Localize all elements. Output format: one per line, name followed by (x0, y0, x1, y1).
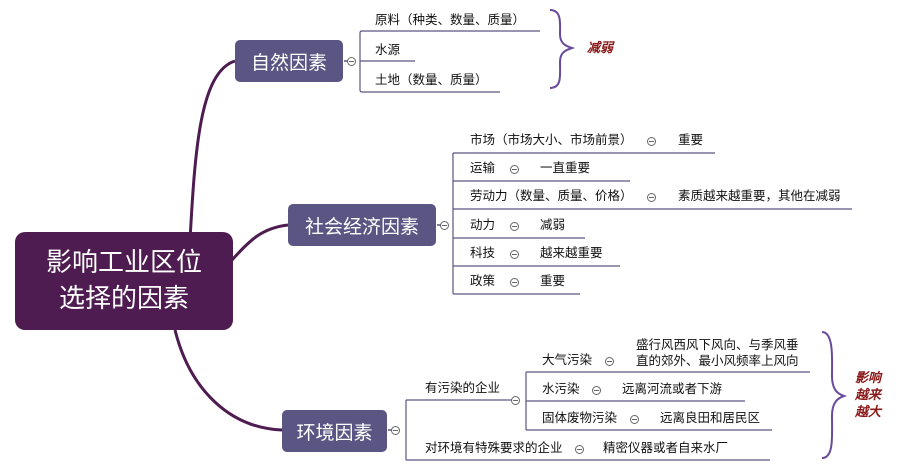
social-item-power[interactable]: 动力 (470, 217, 496, 232)
root-topic[interactable]: 影响工业区位 选择的因素 (15, 232, 233, 330)
connector-root-env (173, 329, 283, 432)
env-solid-note[interactable]: 远离良田和居民区 (660, 410, 761, 425)
env-polluting-label[interactable]: 有污染的企业 (425, 380, 501, 395)
nature-brace (549, 9, 576, 89)
collapse-icon[interactable] (440, 221, 449, 230)
collapse-icon[interactable] (510, 222, 519, 231)
collapse-icon[interactable] (510, 165, 519, 174)
social-item-labor[interactable]: 劳动力（数量、质量、价格） (470, 188, 633, 203)
env-solid-factor[interactable]: 固体废物污染 (542, 410, 618, 425)
env-brace-note-line3: 越大 (854, 405, 881, 420)
collapse-icon[interactable] (511, 396, 520, 405)
connector-root-nature (188, 59, 236, 241)
env-air-note-line1[interactable]: 盛行风西风下风向、与季风垂 (636, 337, 799, 352)
nature-item-material[interactable]: 原料（种类、数量、质量） (375, 12, 526, 27)
social-note-labor[interactable]: 素质越来越重要，其他在减弱 (678, 188, 841, 203)
collapse-icon[interactable] (510, 250, 519, 259)
connector-root-social (230, 223, 289, 262)
collapse-icon[interactable] (391, 426, 400, 435)
nature-item-land[interactable]: 土地（数量、质量） (375, 72, 488, 87)
env-water-factor[interactable]: 水污染 (542, 381, 580, 396)
env-brace-note-line2: 越来 (854, 388, 881, 403)
env-brace-note: 影响 越来 越大 (850, 370, 886, 421)
collapse-icon[interactable] (630, 415, 639, 424)
social-note-tech[interactable]: 越来越重要 (540, 245, 603, 260)
env-brace (821, 331, 848, 459)
nature-item-water[interactable]: 水源 (375, 42, 401, 57)
env-air-factor[interactable]: 大气污染 (542, 352, 593, 367)
env-special-note[interactable]: 精密仪器或者自来水厂 (603, 440, 729, 455)
root-title-line2: 选择的因素 (58, 284, 189, 314)
branch-env[interactable]: 环境因素 (282, 410, 387, 452)
social-note-market[interactable]: 重要 (678, 132, 704, 147)
collapse-icon[interactable] (347, 57, 356, 66)
social-item-tech[interactable]: 科技 (470, 245, 496, 260)
social-item-market[interactable]: 市场（市场大小、市场前景） (470, 132, 633, 147)
collapse-icon[interactable] (510, 278, 519, 287)
collapse-icon[interactable] (647, 137, 656, 146)
nature-brace-note: 减弱 (586, 41, 613, 56)
social-note-power[interactable]: 减弱 (540, 217, 566, 232)
root-title-line1: 影响工业区位 (45, 248, 202, 278)
social-item-transport[interactable]: 运输 (470, 160, 496, 175)
env-brace-note-line1: 影响 (854, 371, 881, 386)
collapse-icon[interactable] (647, 193, 656, 202)
branch-nature[interactable]: 自然因素 (235, 40, 343, 82)
env-special-factor[interactable]: 对环境有特殊要求的企业 (425, 440, 563, 455)
branch-social[interactable]: 社会经济因素 (288, 204, 436, 246)
social-item-policy[interactable]: 政策 (470, 273, 496, 288)
social-note-transport[interactable]: 一直重要 (540, 160, 591, 175)
collapse-icon[interactable] (592, 386, 601, 395)
social-note-policy[interactable]: 重要 (540, 273, 566, 288)
env-water-note[interactable]: 远离河流或者下游 (622, 381, 723, 396)
env-air-note-line2[interactable]: 直的郊外、最小风频率上风向 (636, 353, 799, 368)
collapse-icon[interactable] (605, 357, 614, 366)
collapse-icon[interactable] (575, 445, 584, 454)
